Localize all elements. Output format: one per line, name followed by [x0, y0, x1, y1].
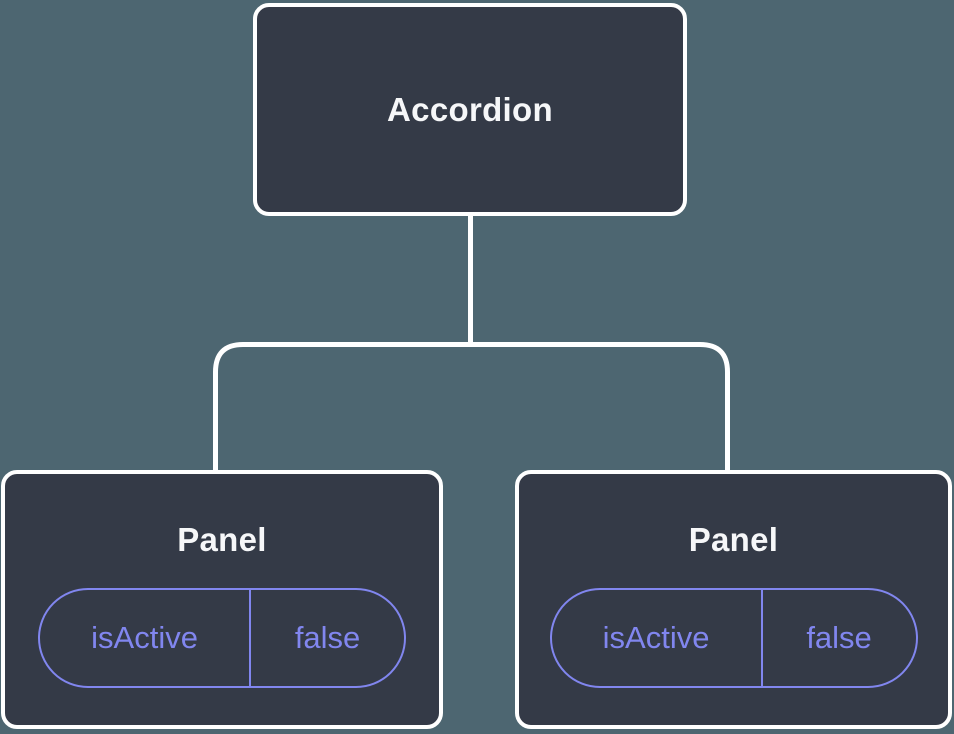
- accordion-label: Accordion: [387, 90, 553, 128]
- node-accordion: Accordion: [253, 3, 687, 216]
- state-pill-left: isActive false: [38, 588, 406, 688]
- panel-right-label: Panel: [688, 521, 779, 558]
- panel-left-label: Panel: [177, 521, 267, 558]
- state-pill-right: isActive false: [549, 588, 918, 688]
- connector-branch: [213, 342, 730, 471]
- node-panel-right: Panel isActive false: [515, 470, 952, 729]
- node-panel-left: Panel isActive false: [1, 470, 443, 729]
- state-value: false: [294, 620, 361, 655]
- state-value: false: [806, 620, 872, 655]
- state-key: isActive: [552, 590, 763, 686]
- state-key: isActive: [40, 590, 252, 686]
